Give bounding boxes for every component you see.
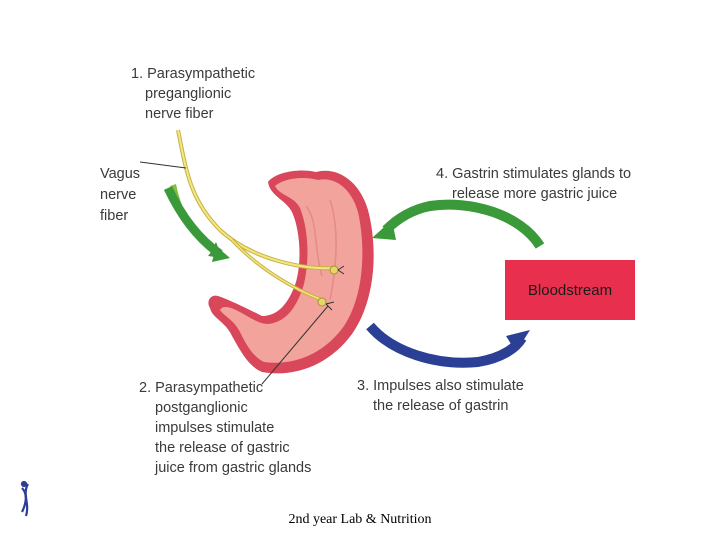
ganglion	[329, 265, 339, 275]
step1-line: preganglionic	[145, 86, 232, 102]
step2-line: impulses stimulate	[155, 420, 275, 436]
stomach	[220, 178, 363, 363]
footer-caption: 2nd year Lab & Nutrition	[288, 512, 432, 527]
vagus-line: nerve	[100, 187, 137, 203]
vagus-label: Vagus nerve fiber	[100, 164, 140, 227]
step2-line: 2. Parasympathetic	[139, 380, 264, 396]
step4-line: 4. Gastrin stimulates glands to	[436, 166, 632, 182]
step4-line: release more gastric juice	[452, 186, 618, 202]
step2-line: postganglionic	[155, 400, 248, 416]
rugae-fold	[329, 199, 337, 301]
vagus-line: Vagus	[100, 166, 141, 182]
green-arrow-gastrin	[382, 199, 545, 249]
step4-label: 4. Gastrin stimulates glands to release …	[436, 164, 631, 204]
step1-line: 1. Parasympathetic	[131, 66, 256, 82]
step3-label: 3. Impulses also stimulate the release o…	[357, 376, 524, 416]
step2-line: juice from gastric glands	[155, 460, 312, 476]
bloodstream-box: Bloodstream	[505, 260, 635, 320]
ganglion	[317, 297, 327, 307]
step3-line: 3. Impulses also stimulate	[357, 378, 524, 394]
vagus-leader-line	[139, 161, 187, 169]
step2-line: the release of gastric	[155, 440, 290, 456]
vagus-line: fiber	[100, 208, 129, 224]
step1-line: nerve fiber	[145, 106, 214, 122]
step2-leader-line	[261, 305, 329, 385]
step2-label: 2. Parasympathetic postganglionic impuls…	[139, 378, 311, 478]
blue-arrow-impulses	[366, 322, 527, 368]
logo-icon	[20, 480, 29, 517]
nerve-endings	[325, 265, 345, 311]
bloodstream-label: Bloodstream	[527, 281, 613, 299]
step1-label: 1. Parasympathetic preganglionic nerve f…	[131, 64, 255, 124]
step3-line: the release of gastrin	[373, 398, 509, 414]
